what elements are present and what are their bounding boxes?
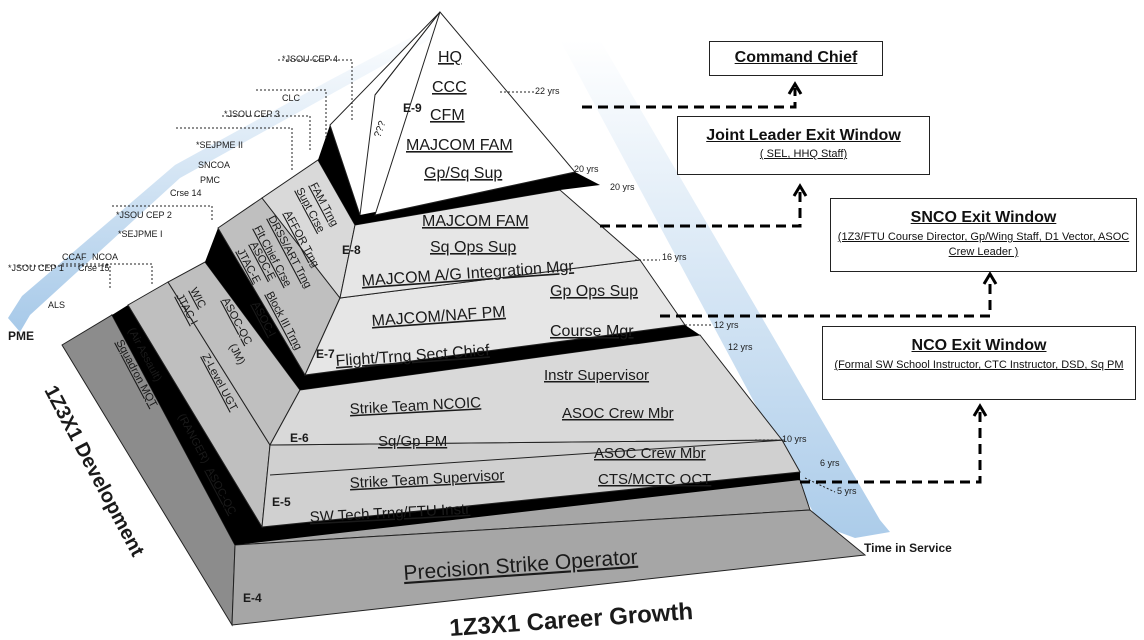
grade-e6: E-6 (290, 431, 309, 445)
e6-front-4: ASOC Crew Mbr (562, 405, 674, 422)
nco-exit-sub: (Formal SW School Instructor, CTC Instru… (834, 359, 1124, 371)
grade-e7: E-7 (316, 347, 335, 361)
time-in-service-arrow (560, 40, 890, 538)
year-6: 6 yrs (820, 458, 840, 468)
grade-e8: E-8 (342, 243, 361, 257)
pme-axis-label: PME (8, 329, 34, 343)
pme-crse-14: Crse 14 (170, 188, 202, 198)
grade-e5: E-5 (272, 495, 291, 509)
snco-exit-box: SNCO Exit Window (1Z3/FTU Course Directo… (830, 198, 1137, 272)
career-growth-label: 1Z3X1 Career Growth (449, 598, 694, 640)
e6-front-2: Instr Supervisor (544, 367, 649, 384)
pme-ccaf: CCAF (62, 252, 87, 262)
pme-sejpme-ii: *SEJPME II (196, 140, 243, 150)
band-e8-e9 (318, 125, 600, 225)
year-20b: 20 yrs (610, 182, 635, 192)
command-chief-title: Command Chief (734, 49, 858, 66)
grade-e9: E-9 (403, 101, 422, 115)
pme-als: ALS (48, 300, 65, 310)
tier-e4-front (231, 509, 867, 626)
pme-jsou-cep-1: *JSOU CEP 1 (8, 263, 64, 273)
year-20a: 20 yrs (574, 164, 599, 174)
e9-front-3: CFM (430, 107, 465, 124)
pme-ncoa: NCOA (92, 252, 118, 262)
pme-sejpme-i: *SEJPME I (118, 229, 163, 239)
e9-front-1: HQ (438, 49, 462, 66)
e5-front-2: ASOC Crew Mbr (594, 445, 706, 462)
snco-exit-sub: (1Z3/FTU Course Director, Gp/Wing Staff,… (837, 231, 1130, 258)
pme-pmc: PMC (200, 175, 221, 185)
e9-side-label: ??? (372, 119, 388, 139)
year-5: 5 yrs (837, 486, 857, 496)
tier-e5-divider (269, 439, 786, 476)
e8-front-2: Sq Ops Sup (430, 239, 516, 256)
e5-front-4: CTS/MCTC OCT (598, 471, 711, 488)
joint-leader-sub: ( SEL, HHQ Staff) (759, 148, 848, 160)
year-16: 16 yrs (662, 252, 687, 262)
joint-leader-box: Joint Leader Exit Window ( SEL, HHQ Staf… (677, 116, 930, 175)
pme-sncoa: SNCOA (198, 160, 230, 170)
joint-leader-title: Joint Leader Exit Window (706, 127, 901, 144)
e7-front-4: Course Mgr (550, 323, 634, 340)
grade-e4: E-4 (243, 591, 262, 605)
e6-front-3: Sq/Gp PM (378, 433, 447, 450)
e6-front-1: Strike Team NCOIC (349, 394, 481, 418)
e8-front-1: MAJCOM FAM (422, 213, 529, 230)
band-e6-e7 (205, 228, 700, 390)
e9-front-5: Gp/Sq Sup (424, 165, 502, 182)
pme-jsou-cep-2: *JSOU CEP 2 (116, 210, 172, 220)
e9-front-4: MAJCOM FAM (406, 137, 513, 154)
command-chief-box: Command Chief (709, 41, 883, 76)
pme-leaders (18, 59, 353, 290)
exit-arrowheads (787, 81, 998, 417)
pme-jsou-cep-4: *JSOU CEP 4 (282, 54, 338, 64)
exit-connectors (582, 88, 992, 484)
years-markers: 22 yrs 20 yrs 20 yrs 16 yrs 12 yrs 12 yr… (500, 86, 857, 496)
pme-crse-15: Crse 15 (78, 263, 110, 273)
year-12a: 12 yrs (714, 320, 739, 330)
tier-e9-front (374, 10, 576, 216)
time-in-service-label: Time in Service (864, 541, 952, 555)
year-12b: 12 yrs (728, 342, 753, 352)
year-10: 10 yrs (782, 434, 807, 444)
pme-clc: CLC (282, 93, 301, 103)
year-22: 22 yrs (535, 86, 560, 96)
e9-front-2: CCC (432, 79, 467, 96)
e7-front-2: Gp Ops Sup (550, 283, 638, 300)
nco-exit-title: NCO Exit Window (911, 337, 1047, 354)
pme-jsou-cep-3: *JSOU CEP 3 (224, 109, 280, 119)
tier-e9-edge (374, 11, 441, 96)
snco-exit-title: SNCO Exit Window (910, 209, 1057, 226)
nco-exit-box: NCO Exit Window (Formal SW School Instru… (822, 326, 1136, 400)
